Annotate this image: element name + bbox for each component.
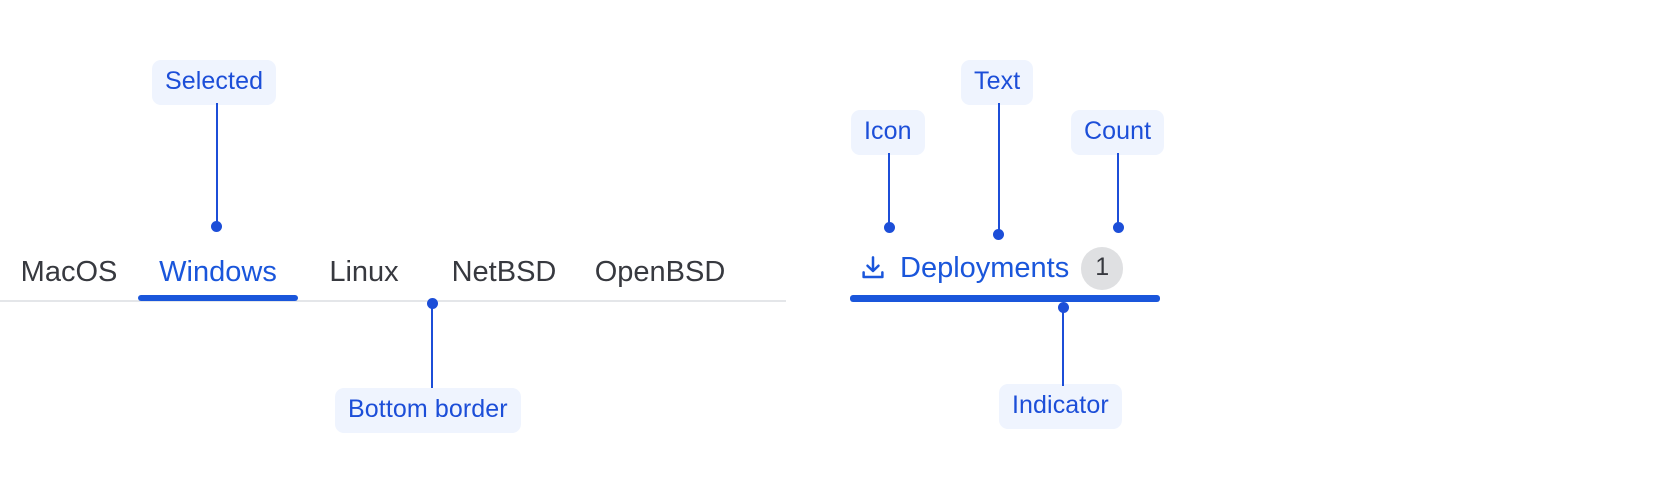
annotation-selected-leader-dot: [211, 221, 222, 232]
tab-bar-bottom-border: [0, 300, 786, 302]
tab-list: MacOS Windows Linux NetBSD OpenBSD: [0, 244, 742, 301]
tab-windows[interactable]: Windows: [138, 244, 298, 301]
annotation-text-leader-line: [998, 103, 1000, 231]
annotation-bottom-border-label: Bottom border: [335, 388, 521, 433]
tab-bar-basic: MacOS Windows Linux NetBSD OpenBSD: [0, 244, 786, 302]
annotation-selected-leader-line: [216, 103, 218, 225]
tab-macos[interactable]: MacOS: [0, 244, 138, 300]
annotation-count-leader-line: [1117, 153, 1119, 225]
annotation-count-leader-dot: [1113, 222, 1124, 233]
tab-deployments-count-badge: 1: [1081, 246, 1124, 290]
annotation-bottom-border-leader-dot: [427, 298, 438, 309]
tab-netbsd-label: NetBSD: [451, 255, 557, 288]
annotation-indicator-leader-line: [1062, 306, 1064, 386]
tab-openbsd[interactable]: OpenBSD: [578, 244, 742, 300]
tab-openbsd-label: OpenBSD: [594, 255, 726, 288]
tab-netbsd[interactable]: NetBSD: [430, 244, 578, 300]
tab-bar-rich: Deployments 1: [850, 240, 1160, 302]
download-icon: [858, 253, 888, 283]
annotation-text-label: Text: [961, 60, 1034, 105]
tab-linux[interactable]: Linux: [298, 244, 430, 300]
annotation-text-leader-dot: [993, 229, 1004, 240]
tab-macos-label: MacOS: [20, 255, 118, 288]
tab-deployments-selected-indicator: [850, 295, 1160, 302]
tab-linux-label: Linux: [329, 255, 399, 288]
annotation-selected-label: Selected: [152, 60, 277, 105]
tab-deployments-label: Deployments: [900, 251, 1070, 284]
annotation-count-label: Count: [1071, 110, 1165, 155]
annotation-indicator-label: Indicator: [999, 384, 1122, 429]
annotation-icon-leader-line: [888, 153, 890, 225]
tab-windows-label: Windows: [159, 255, 277, 288]
annotation-icon-label: Icon: [851, 110, 925, 155]
tab-deployments[interactable]: Deployments 1: [850, 240, 1131, 296]
tab-windows-selected-indicator: [138, 295, 298, 301]
annotation-icon-leader-dot: [884, 222, 895, 233]
annotation-bottom-border-leader-line: [431, 303, 433, 388]
annotation-indicator-leader-dot: [1058, 302, 1069, 313]
